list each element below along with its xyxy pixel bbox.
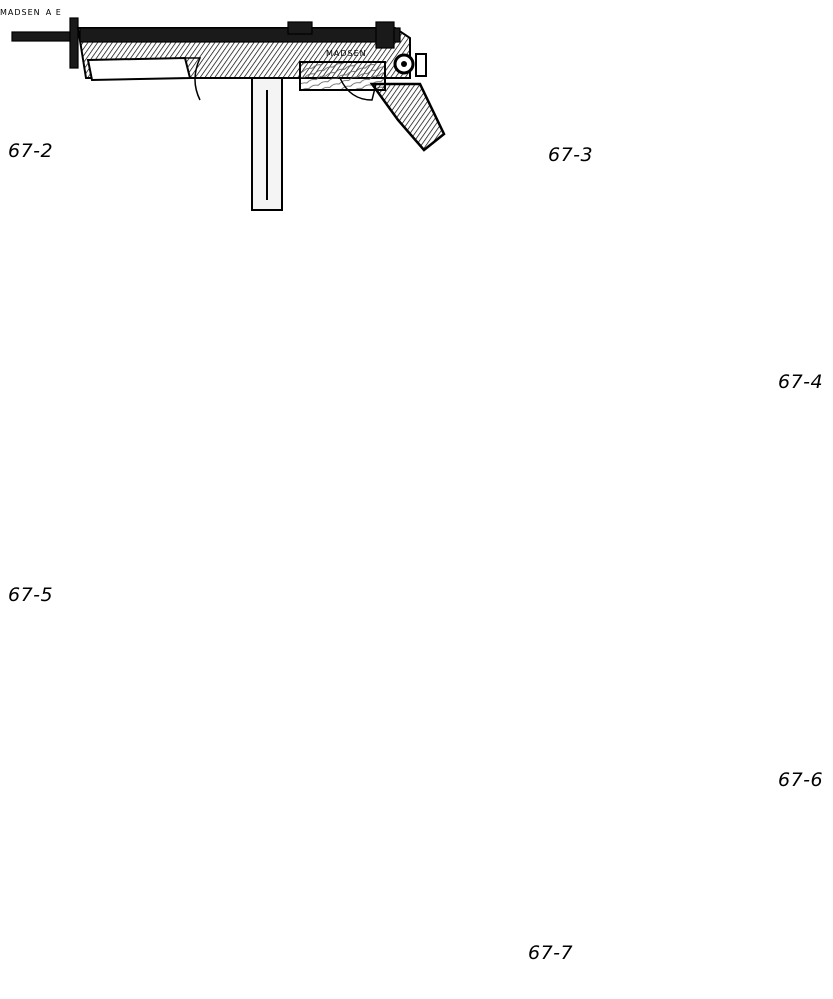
fig-67-4-engraving: MADSEN [0,8,41,17]
figure-label-67-7: 67-7 [528,942,574,964]
figure-label-67-4: 67-4 [778,371,824,393]
figure-label-67-5: 67-5 [8,584,54,606]
fig-67-2-engraving: MADSEN [326,49,367,58]
figure-67-2-drawing: MADSEN [11,17,446,211]
figure-label-67-2: 67-2 [8,140,54,162]
figure-label-67-6: 67-6 [778,769,824,791]
figure-67-4-drawing: MADSEN [0,0,46,19]
figure-67-5-drawing: A E [46,0,62,19]
fig-67-5-selector-marks: A E [45,8,62,17]
figure-label-67-3: 67-3 [548,144,594,166]
